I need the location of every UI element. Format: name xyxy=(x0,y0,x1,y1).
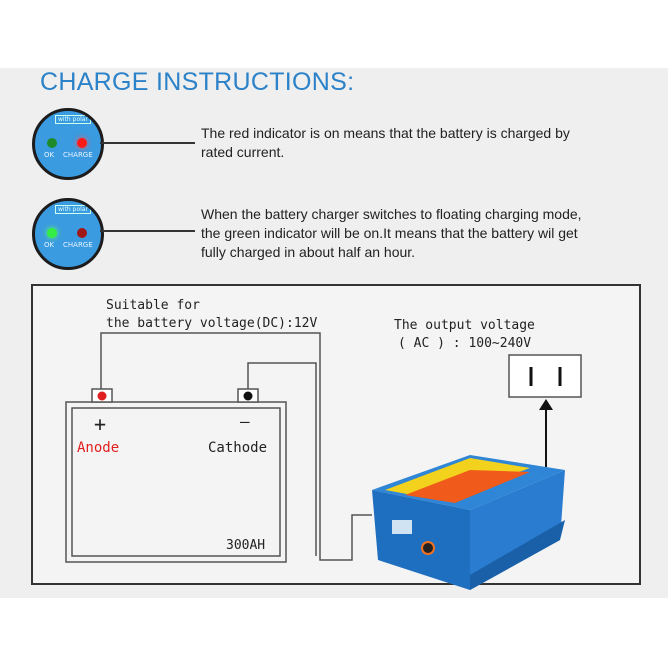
leader-line xyxy=(100,142,195,144)
green-led-icon xyxy=(47,228,57,238)
negative-wire xyxy=(247,362,317,556)
battery-capacity-label: 300AH xyxy=(226,538,266,553)
anode-dot xyxy=(97,391,107,401)
text-line: When the battery charger switches to flo… xyxy=(201,206,582,222)
power-outlet xyxy=(508,354,582,398)
cathode-dot xyxy=(243,391,253,401)
battery-inner-outline xyxy=(71,407,281,557)
ok-label: OK xyxy=(44,241,55,249)
panel-label: with polar xyxy=(55,205,91,214)
text-line: The red indicator is on means that the b… xyxy=(201,125,570,141)
indicator-closeup-red: with polar OK CHARGE xyxy=(32,108,104,180)
text-line: fully charged in about half an hour. xyxy=(201,244,416,260)
leader-line xyxy=(100,230,195,232)
red-indicator-description: The red indicator is on means that the b… xyxy=(201,124,570,162)
cathode-label: Cathode xyxy=(208,440,268,456)
panel-label: with polar xyxy=(55,115,91,124)
charger-image xyxy=(372,455,565,590)
suitable-label: Suitable for xyxy=(106,298,200,313)
green-led-icon xyxy=(47,138,57,148)
charge-label: CHARGE xyxy=(63,241,93,249)
charge-label: CHARGE xyxy=(63,151,93,159)
positive-wire xyxy=(100,332,372,561)
page-title: CHARGE INSTRUCTIONS: xyxy=(40,68,355,96)
output-voltage-label: The output voltage xyxy=(394,318,535,333)
anode-label: Anode xyxy=(77,440,120,456)
ok-label: OK xyxy=(44,151,55,159)
battery-voltage-label: the battery voltage(DC):12V xyxy=(106,316,318,331)
red-led-icon xyxy=(77,138,87,148)
indicator-closeup-green: with polar OK CHARGE xyxy=(32,198,104,270)
text-line: rated current. xyxy=(201,144,285,160)
minus-sign: — xyxy=(240,412,250,431)
plus-sign: + xyxy=(94,412,107,436)
output-voltage-value: ( AC ) : 100~240V xyxy=(398,336,532,351)
text-line: the green indicator will be on.It means … xyxy=(201,225,578,241)
red-led-icon xyxy=(77,228,87,238)
battery-outline xyxy=(65,401,287,563)
green-indicator-description: When the battery charger switches to flo… xyxy=(201,205,582,262)
